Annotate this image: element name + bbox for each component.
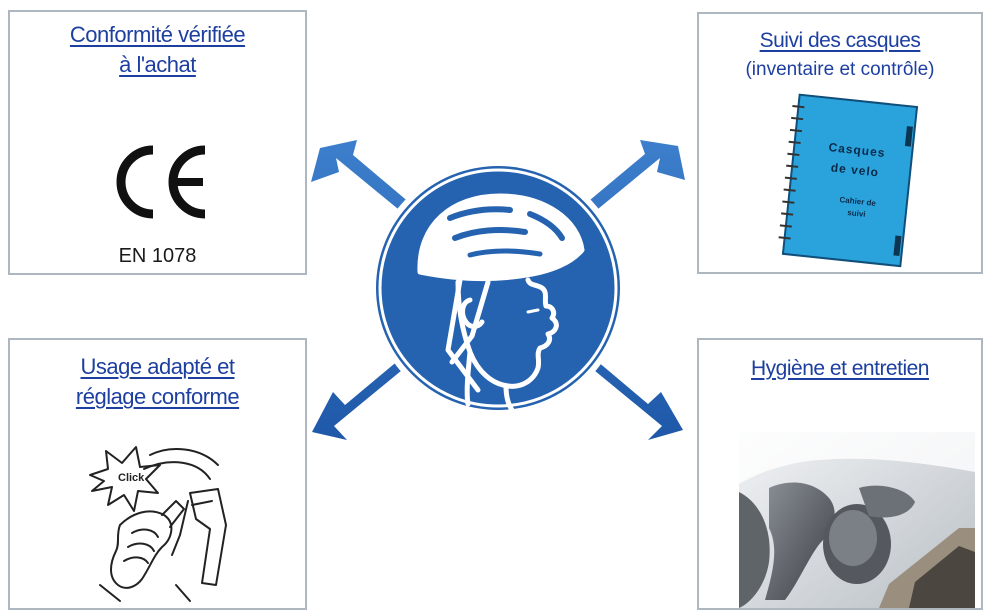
box-tracking: Suivi des casques (inventaire et contrôl…: [697, 12, 983, 274]
hygiene-title: Hygiène et entretien: [699, 354, 981, 384]
tracking-title: Suivi des casques: [699, 26, 981, 56]
standard-label: EN 1078: [10, 245, 305, 268]
click-label: Click: [118, 472, 145, 484]
ce-mark-icon: [105, 142, 215, 222]
compliance-title-line1: Conformité vérifiée: [10, 20, 305, 50]
tracking-subtitle: (inventaire et contrôle): [699, 58, 981, 82]
tracking-title-text: Suivi des casques: [699, 26, 981, 56]
usage-title: Usage adapté et réglage conforme: [10, 352, 305, 412]
compliance-title: Conformité vérifiée à l'achat: [10, 20, 305, 80]
compliance-title-line2: à l'achat: [10, 50, 305, 80]
hygiene-title-text: Hygiène et entretien: [699, 354, 981, 384]
box-hygiene: Hygiène et entretien: [697, 338, 983, 610]
buckle-illustration: Click: [80, 435, 250, 605]
box-usage: Usage adapté et réglage conforme: [8, 338, 307, 610]
hygiene-photo: [739, 432, 975, 608]
usage-title-line1: Usage adapté et: [10, 352, 305, 382]
box-compliance: Conformité vérifiée à l'achat EN 1078: [8, 10, 307, 275]
usage-title-line2: réglage conforme: [10, 382, 305, 412]
